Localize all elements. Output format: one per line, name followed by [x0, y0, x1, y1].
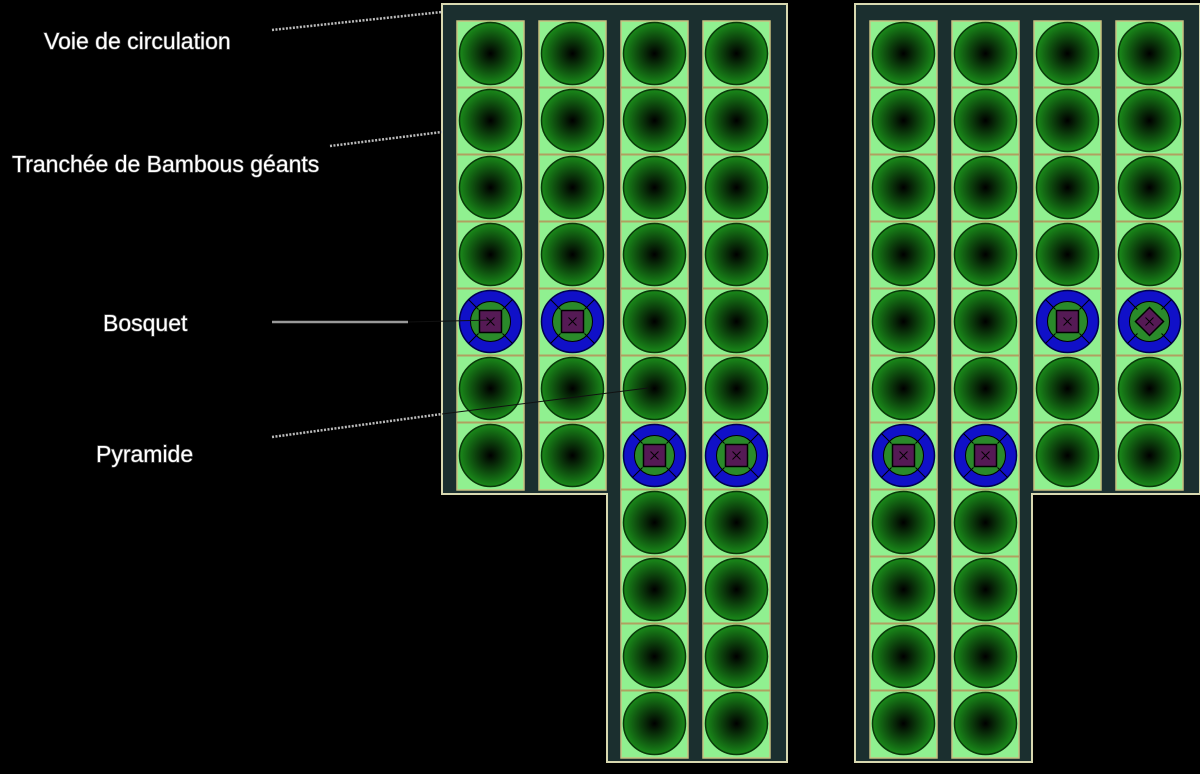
bamboo-grove-icon	[458, 222, 523, 287]
bamboo-grove-icon	[1035, 356, 1100, 421]
bamboo-grove-icon	[953, 289, 1018, 354]
bamboo-grove-icon	[704, 21, 769, 86]
bamboo-grove-icon	[1117, 155, 1182, 220]
pyramid-icon	[1117, 289, 1182, 354]
label-tranchee-bambous: Tranchée de Bambous géants	[12, 151, 319, 177]
circulation-path	[441, 3, 788, 763]
bamboo-grove-icon	[622, 624, 687, 689]
bamboo-grove-icon	[458, 21, 523, 86]
trench-column	[538, 20, 607, 491]
bamboo-grove-icon	[540, 21, 605, 86]
bamboo-grove-icon	[953, 222, 1018, 287]
bamboo-grove-icon	[871, 557, 936, 622]
bamboo-grove-icon	[622, 222, 687, 287]
bamboo-grove-icon	[622, 21, 687, 86]
trench-column	[1033, 20, 1102, 491]
bamboo-grove-icon	[953, 557, 1018, 622]
plot-1	[441, 3, 788, 763]
bamboo-grove-icon	[622, 289, 687, 354]
bamboo-grove-icon	[953, 490, 1018, 555]
bamboo-grove-icon	[622, 557, 687, 622]
bamboo-grove-icon	[458, 155, 523, 220]
pyramid-icon	[704, 423, 769, 488]
bamboo-grove-icon	[622, 490, 687, 555]
bamboo-grove-icon	[704, 624, 769, 689]
bamboo-grove-icon	[622, 155, 687, 220]
bamboo-grove-icon	[458, 423, 523, 488]
bamboo-grove-icon	[704, 557, 769, 622]
bamboo-grove-icon	[704, 490, 769, 555]
bamboo-grove-icon	[871, 356, 936, 421]
bamboo-grove-icon	[953, 21, 1018, 86]
bamboo-grove-icon	[540, 155, 605, 220]
bamboo-grove-icon	[704, 88, 769, 153]
bamboo-grove-icon	[704, 289, 769, 354]
trench-column	[1115, 20, 1184, 491]
bamboo-grove-icon	[704, 691, 769, 756]
bamboo-grove-icon	[1035, 423, 1100, 488]
bamboo-grove-icon	[871, 624, 936, 689]
trench-column	[869, 20, 938, 759]
leader-tranchee	[329, 130, 443, 148]
bamboo-grove-icon	[704, 155, 769, 220]
bamboo-grove-icon	[871, 691, 936, 756]
bamboo-grove-icon	[704, 356, 769, 421]
bamboo-grove-icon	[1117, 356, 1182, 421]
plot-2	[854, 3, 1200, 763]
bamboo-grove-icon	[458, 356, 523, 421]
pyramid-icon	[622, 423, 687, 488]
bamboo-grove-icon	[953, 624, 1018, 689]
trench-column	[456, 20, 525, 491]
bamboo-grove-icon	[953, 691, 1018, 756]
label-pyramide: Pyramide	[96, 441, 193, 467]
bamboo-grove-icon	[540, 88, 605, 153]
bamboo-grove-icon	[622, 88, 687, 153]
bamboo-grove-icon	[540, 222, 605, 287]
trench-column	[951, 20, 1020, 759]
pointer-bosquet	[407, 319, 493, 323]
bamboo-grove-icon	[953, 88, 1018, 153]
bamboo-grove-icon	[622, 356, 687, 421]
bamboo-grove-icon	[1035, 222, 1100, 287]
label-bosquet: Bosquet	[103, 310, 188, 336]
plots-layer	[441, 3, 1200, 763]
pyramid-icon	[1035, 289, 1100, 354]
circulation-path	[854, 3, 1200, 763]
pointer-pyramide	[441, 387, 649, 415]
bamboo-grove-icon	[871, 155, 936, 220]
pyramid-icon	[953, 423, 1018, 488]
bamboo-grove-icon	[458, 88, 523, 153]
pyramid-icon	[540, 289, 605, 354]
pyramid-icon	[871, 423, 936, 488]
bamboo-grove-icon	[1117, 423, 1182, 488]
bamboo-grove-icon	[1035, 21, 1100, 86]
bamboo-grove-icon	[871, 21, 936, 86]
bamboo-grove-icon	[540, 423, 605, 488]
trench-column	[702, 20, 771, 759]
bamboo-grove-icon	[953, 155, 1018, 220]
leader-pyramide	[271, 412, 443, 439]
bamboo-grove-icon	[871, 88, 936, 153]
bamboo-grove-icon	[540, 356, 605, 421]
bamboo-grove-icon	[871, 490, 936, 555]
bamboo-grove-icon	[953, 356, 1018, 421]
bamboo-grove-icon	[704, 222, 769, 287]
bamboo-grove-icon	[1117, 88, 1182, 153]
leader-voie	[271, 10, 443, 32]
label-voie-de-circulation: Voie de circulation	[44, 28, 231, 54]
pyramid-icon	[458, 289, 523, 354]
bamboo-grove-icon	[1117, 21, 1182, 86]
bamboo-grove-icon	[1035, 88, 1100, 153]
trench-column	[620, 20, 689, 759]
bamboo-grove-icon	[871, 289, 936, 354]
bamboo-grove-icon	[622, 691, 687, 756]
bamboo-grove-icon	[871, 222, 936, 287]
bamboo-grove-icon	[1117, 222, 1182, 287]
bamboo-grove-icon	[1035, 155, 1100, 220]
